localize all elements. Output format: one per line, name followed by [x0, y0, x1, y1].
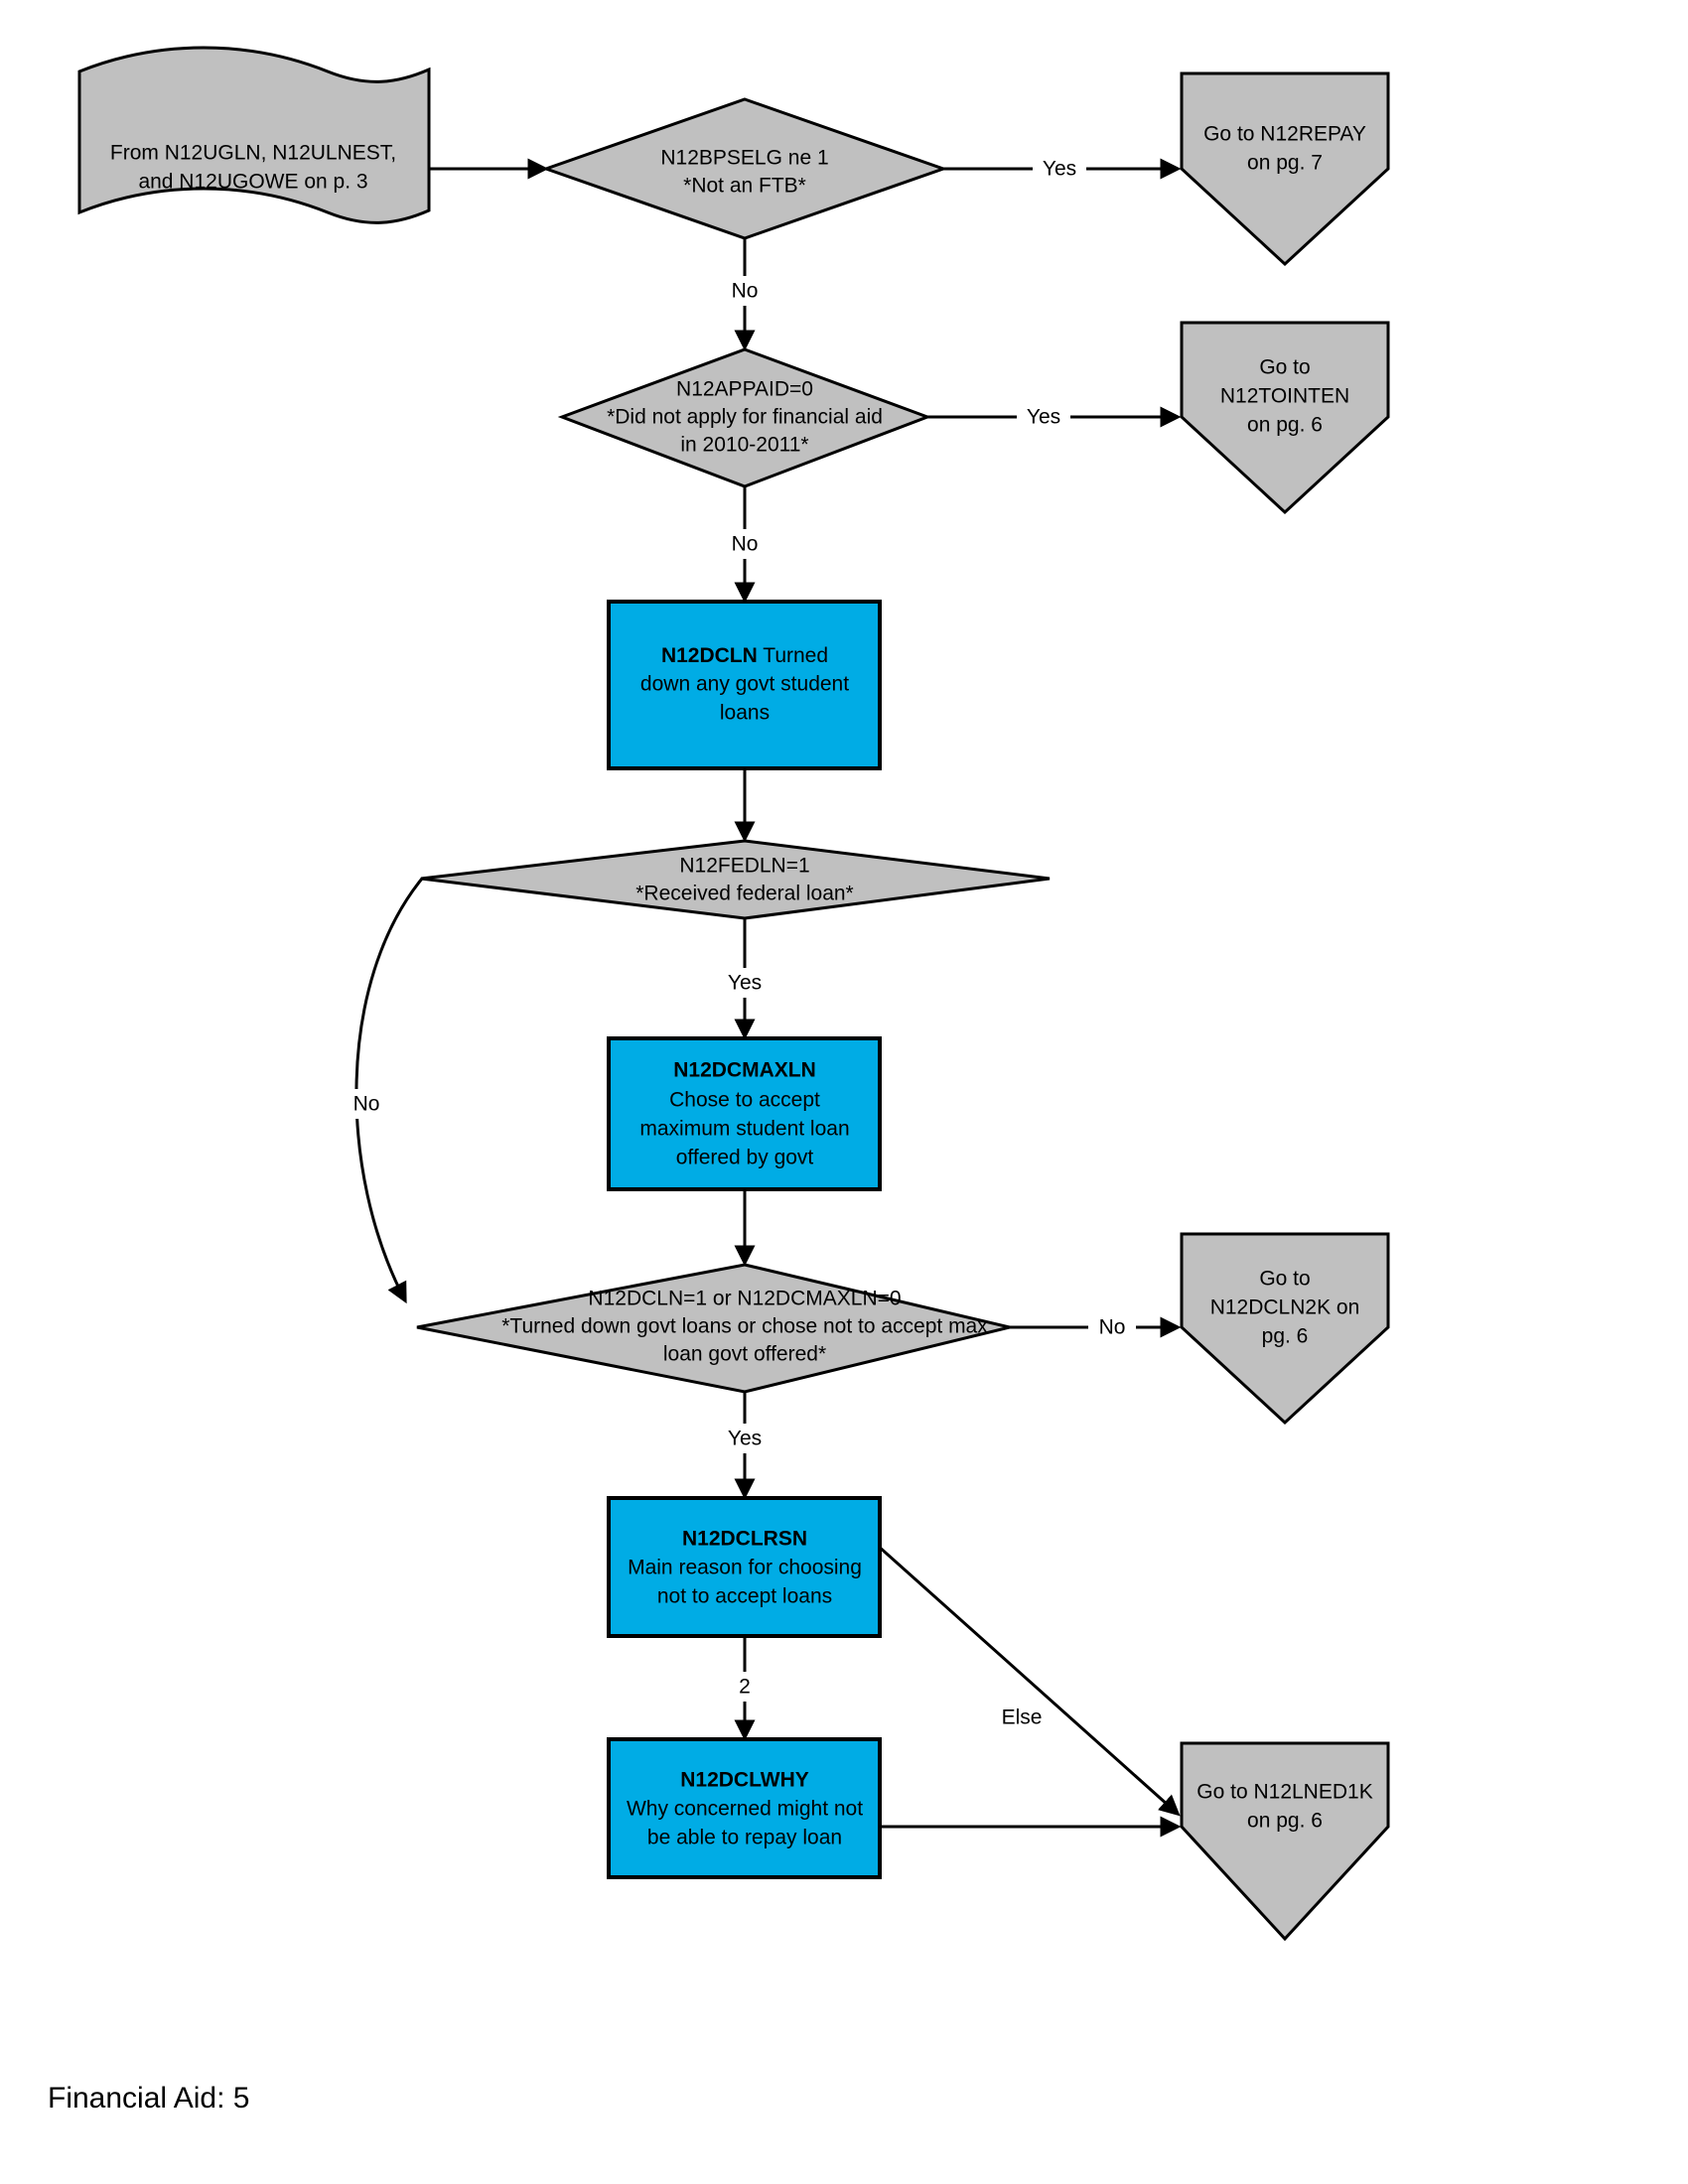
- edge-labels: Yes No Yes No Yes No No Yes 2 Else: [343, 154, 1136, 1732]
- process-dcmaxln-line3: maximum student loan: [639, 1118, 849, 1141]
- decision-appaid-line1: N12APPAID=0: [676, 378, 813, 401]
- process-dclwhy-line3: be able to repay loan: [647, 1827, 842, 1849]
- process-dclrsn-code: N12DCLRSN: [682, 1528, 807, 1551]
- edge-label-decision-no: No: [1099, 1316, 1126, 1339]
- node-process-dcln[interactable]: N12DCLN Turned down any govt student loa…: [607, 600, 882, 770]
- process-dclwhy-code: N12DCLWHY: [680, 1769, 809, 1792]
- edge-label-decision-yes: Yes: [728, 1428, 762, 1450]
- process-dcln-line2: down any govt student: [640, 673, 849, 696]
- decision-dcln-or-line3: loan govt offered*: [663, 1343, 826, 1366]
- process-dclwhy-line2: Why concerned might not: [627, 1798, 863, 1821]
- decision-dcln-or-line2: *Turned down govt loans or chose not to …: [501, 1315, 988, 1338]
- edge-label-fedln-no: No: [353, 1093, 380, 1116]
- node-offpage-dcln2k[interactable]: Go to N12DCLN2K on pg. 6: [1180, 1232, 1390, 1426]
- edge-label-bpselg-yes: Yes: [1043, 158, 1076, 181]
- process-dcmaxln-code: N12DCMAXLN: [673, 1059, 816, 1082]
- node-process-dcmaxln[interactable]: N12DCMAXLN Chose to accept maximum stude…: [607, 1036, 882, 1191]
- decision-appaid-line2: *Did not apply for financial aid: [607, 406, 883, 429]
- edge-label-appaid-yes: Yes: [1027, 406, 1060, 429]
- decision-bpselg-line2: *Not an FTB*: [683, 175, 806, 198]
- process-dcln-line1: N12DCLN Turned: [661, 644, 828, 667]
- offpage-dcln2k-line3: pg. 6: [1262, 1325, 1309, 1348]
- process-dcln-line3: loans: [720, 702, 770, 725]
- node-decision-fedln[interactable]: N12FEDLN=1 *Received federal loan*: [420, 839, 1051, 920]
- offpage-tointen-line2: N12TOINTEN: [1220, 385, 1349, 408]
- process-dcln-code: N12DCLN: [661, 644, 758, 667]
- page-footer-label: Financial Aid: 5: [48, 2082, 249, 2115]
- edge-fedln-no: [354, 878, 424, 1304]
- node-process-dclwhy[interactable]: N12DCLWHY Why concerned might not be abl…: [607, 1737, 882, 1879]
- process-dclrsn-line2: Main reason for choosing: [628, 1557, 862, 1579]
- decision-fedln-line1: N12FEDLN=1: [679, 855, 809, 878]
- start-banner-line1: From N12UGLN, N12ULNEST,: [110, 142, 396, 165]
- start-banner-line2: and N12UGOWE on p. 3: [138, 171, 367, 194]
- offpage-tointen-line1: Go to: [1259, 356, 1310, 379]
- offpage-dcln2k-line2: N12DCLN2K on: [1210, 1297, 1360, 1319]
- offpage-lned1k-line1: Go to N12LNED1K: [1196, 1781, 1372, 1804]
- edge-label-appaid-no: No: [732, 533, 759, 556]
- process-dcmaxln-line4: offered by govt: [676, 1147, 814, 1169]
- edge-dclrsn-else: [877, 1544, 1181, 1817]
- offpage-dcln2k-line1: Go to: [1259, 1268, 1310, 1291]
- offpage-repay-line2: on pg. 7: [1247, 152, 1323, 175]
- node-offpage-repay[interactable]: Go to N12REPAY on pg. 7: [1180, 71, 1390, 267]
- edge-label-fedln-yes: Yes: [728, 972, 762, 995]
- decision-bpselg-line1: N12BPSELG ne 1: [660, 147, 828, 170]
- edge-label-bpselg-no: No: [732, 280, 759, 303]
- offpage-tointen-line3: on pg. 6: [1247, 414, 1323, 437]
- node-decision-dcln-or-dcmaxln[interactable]: N12DCLN=1 or N12DCMAXLN=0 *Turned down g…: [416, 1263, 1011, 1394]
- node-decision-bpselg[interactable]: N12BPSELG ne 1 *Not an FTB*: [541, 97, 948, 240]
- node-decision-appaid[interactable]: N12APPAID=0 *Did not apply for financial…: [557, 347, 932, 488]
- process-dcmaxln-line2: Chose to accept: [669, 1089, 820, 1112]
- decision-dcln-or-line1: N12DCLN=1 or N12DCMAXLN=0: [588, 1288, 901, 1310]
- node-offpage-tointen[interactable]: Go to N12TOINTEN on pg. 6: [1180, 321, 1390, 515]
- offpage-lned1k-line2: on pg. 6: [1247, 1810, 1323, 1833]
- edge-label-dclrsn-2: 2: [739, 1676, 751, 1699]
- decision-fedln-line2: *Received federal loan*: [635, 883, 853, 905]
- node-start-banner[interactable]: From N12UGLN, N12ULNEST, and N12UGOWE on…: [77, 46, 431, 224]
- node-process-dclrsn[interactable]: N12DCLRSN Main reason for choosing not t…: [607, 1496, 882, 1638]
- offpage-repay-line1: Go to N12REPAY: [1203, 123, 1366, 146]
- process-dcln-line1-rest: Turned: [758, 644, 828, 667]
- decision-appaid-line3: in 2010-2011*: [680, 434, 808, 457]
- edge-label-dclrsn-else: Else: [1002, 1706, 1043, 1729]
- node-offpage-lned1k[interactable]: Go to N12LNED1K on pg. 6: [1180, 1741, 1390, 1942]
- process-dclrsn-line3: not to accept loans: [657, 1585, 832, 1608]
